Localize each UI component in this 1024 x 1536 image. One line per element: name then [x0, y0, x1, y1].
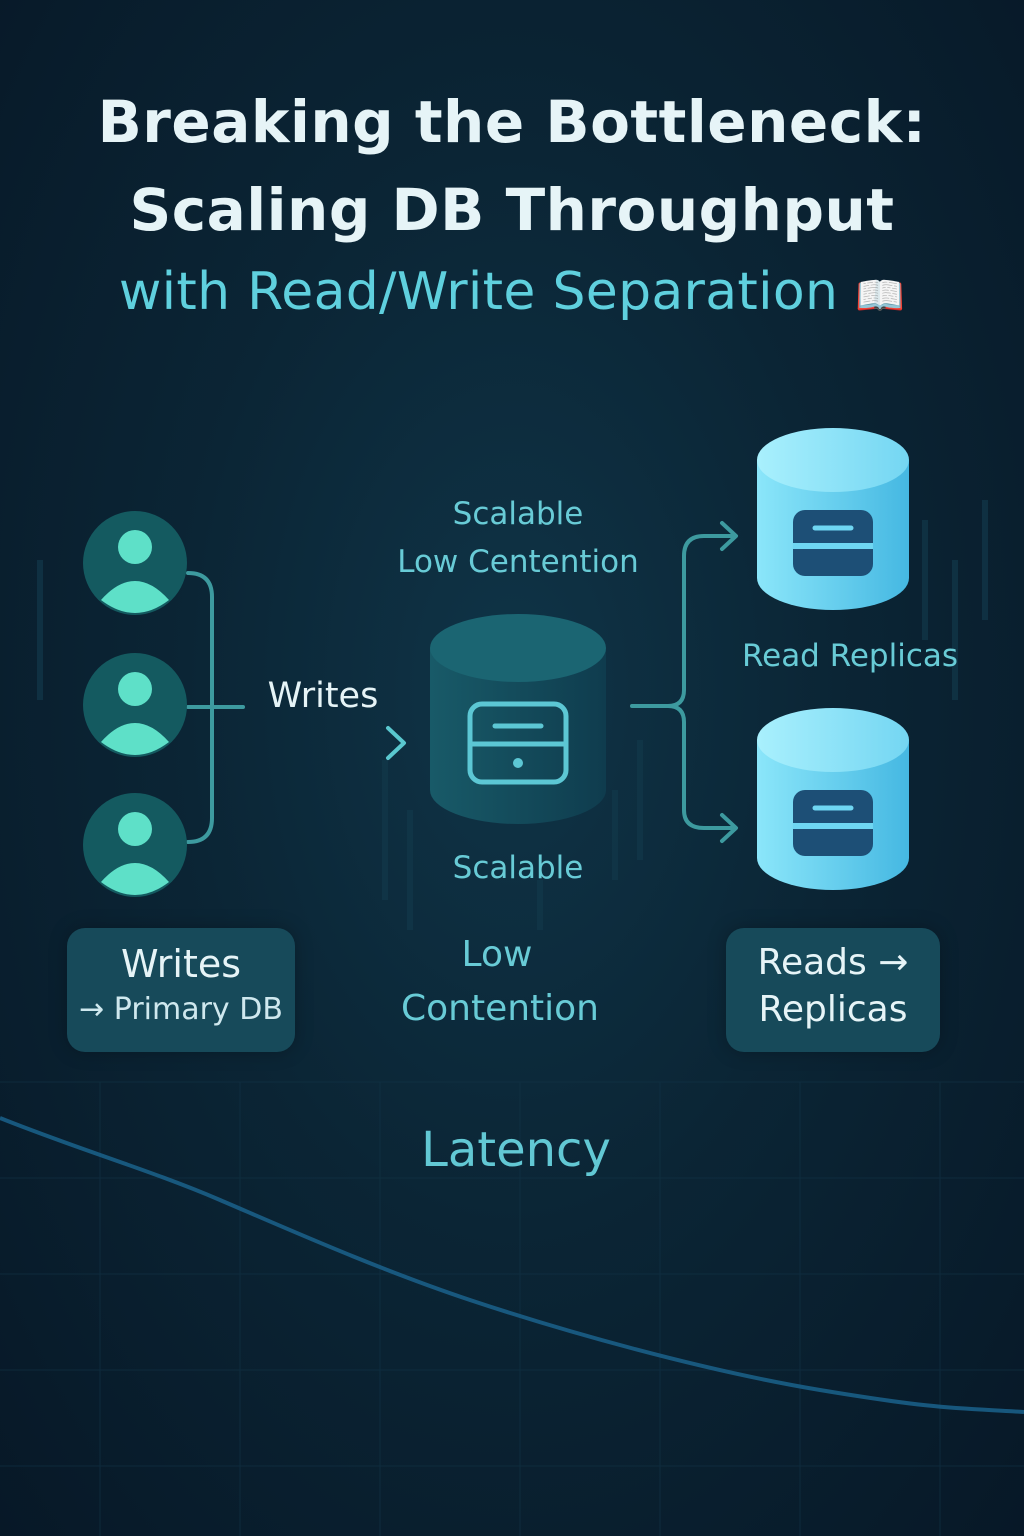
latency-label: Latency [421, 1122, 611, 1178]
read-replica-1-icon [757, 428, 909, 610]
title-line-1: Breaking the Bottleneck: [97, 88, 927, 156]
primary-label-low-contention: Low Contention [368, 928, 632, 1036]
background-grid [0, 1081, 1024, 1536]
users-connector [186, 571, 245, 844]
read-replica-2-icon [757, 708, 909, 890]
writes-box-subtitle: → Primary DB [79, 992, 283, 1027]
replica-branch-arrows [630, 521, 738, 843]
user-icon-3 [83, 793, 187, 897]
user-icon-2 [83, 653, 187, 757]
latency-curve [0, 1116, 1024, 1414]
top-label-line-2: Low Centention [397, 544, 639, 580]
primary-label-low: Low [461, 934, 533, 975]
top-label: Scalable Low Centention [368, 490, 668, 586]
primary-database-icon [430, 614, 606, 824]
writes-arrow-label: Writes [267, 676, 379, 716]
writes-arrow [262, 726, 406, 760]
title-line-3-text: with Read/Write Separation [118, 262, 839, 322]
read-replicas-label: Read Replicas [741, 638, 959, 674]
top-label-line-1: Scalable [452, 496, 584, 532]
reads-box-line-2: Replicas [758, 989, 908, 1030]
title-line-2: Scaling DB Throughput [129, 176, 895, 244]
primary-label-contention: Contention [400, 988, 600, 1029]
title-line-3: with Read/Write Separation 📖 [0, 262, 1024, 322]
reads-box-line-1: Reads → [757, 942, 909, 983]
user-icon-1 [83, 511, 187, 615]
reads-replicas-box: Reads → Replicas [726, 928, 940, 1052]
writes-box-title: Writes [120, 942, 242, 986]
primary-label-scalable: Scalable [452, 850, 584, 886]
background-candlesticks [37, 500, 988, 930]
writes-primary-box: Writes → Primary DB [67, 928, 295, 1052]
book-icon: 📖 [855, 273, 906, 319]
